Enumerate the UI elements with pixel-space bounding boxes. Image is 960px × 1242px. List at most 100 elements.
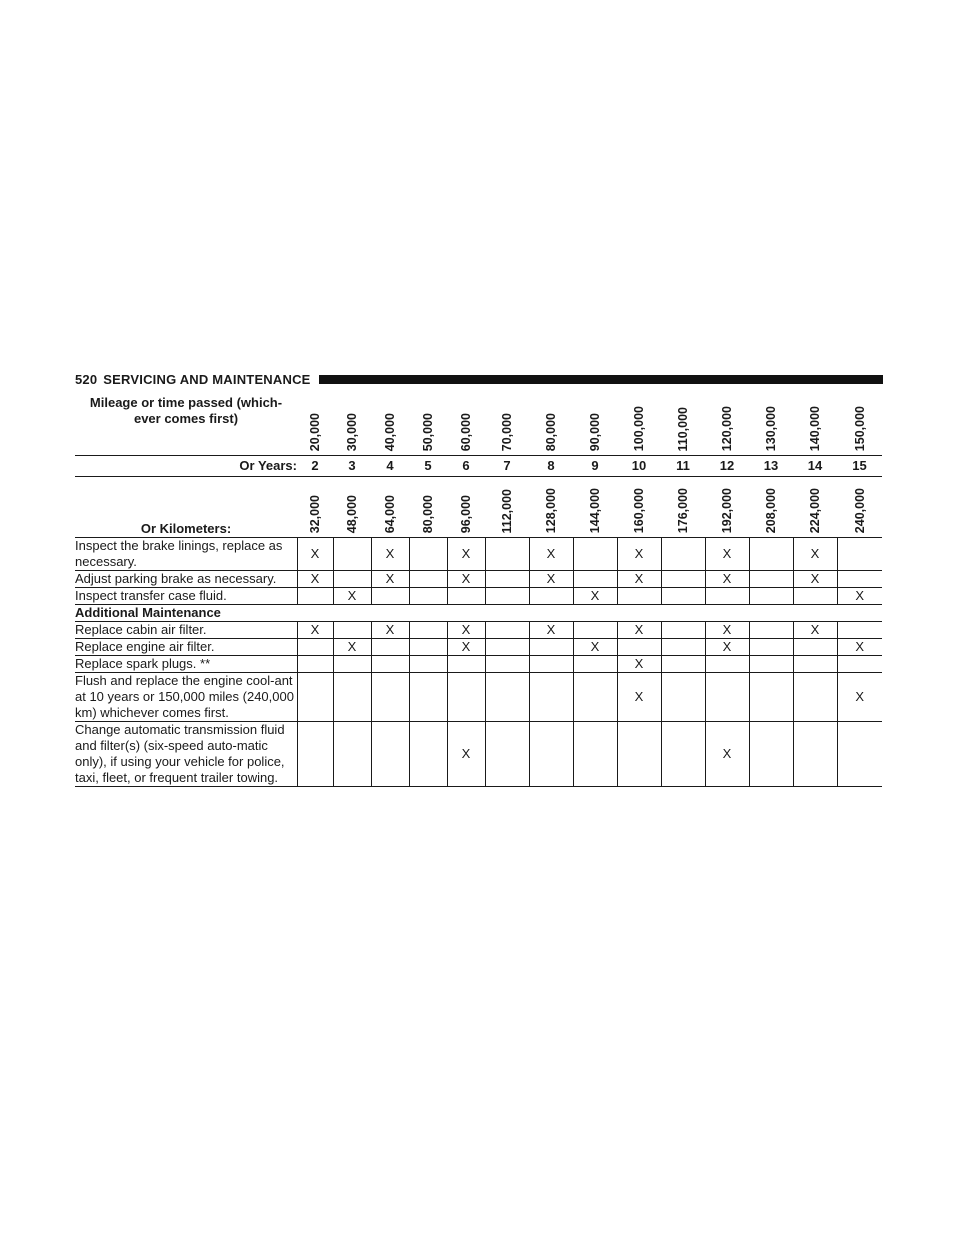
schedule-mark bbox=[408, 638, 447, 656]
schedule-mark bbox=[370, 638, 409, 656]
years-header-cell: 12 bbox=[705, 455, 749, 477]
schedule-mark bbox=[484, 638, 529, 656]
schedule-mark bbox=[484, 655, 529, 673]
kilometers-value: 112,000 bbox=[500, 488, 514, 534]
schedule-mark bbox=[408, 672, 447, 722]
schedule-mark bbox=[408, 721, 447, 787]
kilometers-value: 48,000 bbox=[345, 494, 359, 533]
schedule-mark: X bbox=[296, 537, 333, 571]
schedule-mark bbox=[660, 655, 705, 673]
kilometers-value: 32,000 bbox=[308, 494, 322, 533]
schedule-mark bbox=[528, 638, 573, 656]
schedule-mark bbox=[408, 621, 447, 639]
kilometers-label: Or Kilometers: bbox=[75, 476, 297, 538]
years-header-cell: 2 bbox=[297, 455, 333, 477]
kilometers-header-cell: 64,000 bbox=[371, 476, 409, 538]
schedule-mark bbox=[660, 570, 705, 588]
miles-value: 80,000 bbox=[544, 412, 558, 451]
schedule-mark: X bbox=[528, 570, 573, 588]
section-row: Additional Maintenance bbox=[75, 604, 882, 622]
schedule-mark bbox=[484, 672, 529, 722]
kilometers-value: 96,000 bbox=[459, 494, 473, 533]
miles-value: 70,000 bbox=[500, 412, 514, 451]
kilometers-header-cell: 224,000 bbox=[793, 476, 837, 538]
schedule-mark: X bbox=[446, 570, 485, 588]
kilometers-header-cell: 32,000 bbox=[297, 476, 333, 538]
miles-value: 50,000 bbox=[421, 412, 435, 451]
maintenance-item-label: Change automatic transmission fluid and … bbox=[75, 721, 297, 787]
kilometers-value: 224,000 bbox=[808, 487, 822, 533]
schedule-mark bbox=[296, 655, 333, 673]
maintenance-item-label: Replace cabin air filter. bbox=[75, 621, 297, 639]
miles-value: 30,000 bbox=[345, 412, 359, 451]
miles-header-cell: 20,000 bbox=[297, 395, 333, 456]
years-header-cell: 13 bbox=[749, 455, 793, 477]
schedule-mark bbox=[446, 655, 485, 673]
schedule-mark: X bbox=[704, 537, 749, 571]
schedule-mark: X bbox=[792, 621, 837, 639]
schedule-mark: X bbox=[836, 587, 882, 605]
schedule-mark bbox=[572, 655, 617, 673]
years-header-cell: 14 bbox=[793, 455, 837, 477]
schedule-mark bbox=[660, 638, 705, 656]
schedule-mark: X bbox=[528, 621, 573, 639]
schedule-mark bbox=[792, 638, 837, 656]
miles-value: 150,000 bbox=[852, 405, 867, 451]
schedule-mark bbox=[704, 587, 749, 605]
miles-value: 140,000 bbox=[808, 405, 822, 451]
schedule-mark: X bbox=[704, 721, 749, 787]
schedule-mark bbox=[660, 621, 705, 639]
schedule-mark bbox=[572, 672, 617, 722]
kilometers-value: 128,000 bbox=[544, 487, 558, 533]
schedule-mark bbox=[332, 570, 371, 588]
table-row: Change automatic transmission fluid and … bbox=[75, 721, 882, 787]
kilometers-header-cell: 96,000 bbox=[447, 476, 485, 538]
maintenance-item-label: Inspect transfer case fluid. bbox=[75, 587, 297, 605]
schedule-mark bbox=[446, 587, 485, 605]
kilometers-value: 64,000 bbox=[383, 494, 397, 533]
miles-header-cell: 70,000 bbox=[485, 395, 529, 456]
years-label: Or Years: bbox=[75, 455, 297, 477]
schedule-mark bbox=[836, 621, 882, 639]
schedule-mark bbox=[836, 721, 882, 787]
maintenance-schedule-table: Mileage or time passed (which- ever come… bbox=[75, 395, 882, 787]
years-header-cell: 11 bbox=[661, 455, 705, 477]
schedule-mark: X bbox=[528, 537, 573, 571]
schedule-mark bbox=[704, 672, 749, 722]
years-header-cell: 9 bbox=[573, 455, 617, 477]
kilometers-value: 240,000 bbox=[852, 487, 867, 533]
schedule-mark bbox=[296, 638, 333, 656]
schedule-mark bbox=[484, 537, 529, 571]
schedule-mark: X bbox=[446, 621, 485, 639]
miles-header-cell: 80,000 bbox=[529, 395, 573, 456]
miles-header-cell: 100,000 bbox=[617, 395, 661, 456]
schedule-mark: X bbox=[370, 537, 409, 571]
miles-value: 40,000 bbox=[383, 412, 397, 451]
years-header-cell: 15 bbox=[837, 455, 882, 477]
schedule-mark bbox=[748, 587, 793, 605]
schedule-mark bbox=[616, 638, 661, 656]
schedule-mark bbox=[370, 587, 409, 605]
maintenance-item-label: Inspect the brake linings, replace as ne… bbox=[75, 537, 297, 571]
schedule-mark bbox=[332, 672, 371, 722]
schedule-mark bbox=[332, 537, 371, 571]
schedule-mark: X bbox=[792, 537, 837, 571]
kilometers-header-cell: 160,000 bbox=[617, 476, 661, 538]
miles-header-cell: 40,000 bbox=[371, 395, 409, 456]
schedule-mark bbox=[660, 587, 705, 605]
kilometers-value: 208,000 bbox=[764, 487, 778, 533]
miles-header-cell: 110,000 bbox=[661, 395, 705, 456]
miles-header-cell: 120,000 bbox=[705, 395, 749, 456]
schedule-mark bbox=[370, 655, 409, 673]
schedule-body: Inspect the brake linings, replace as ne… bbox=[75, 537, 882, 787]
schedule-mark bbox=[748, 537, 793, 571]
schedule-mark bbox=[748, 672, 793, 722]
years-header-cell: 7 bbox=[485, 455, 529, 477]
schedule-mark bbox=[660, 672, 705, 722]
page-number: 520 bbox=[75, 371, 98, 387]
miles-value: 20,000 bbox=[308, 412, 322, 451]
